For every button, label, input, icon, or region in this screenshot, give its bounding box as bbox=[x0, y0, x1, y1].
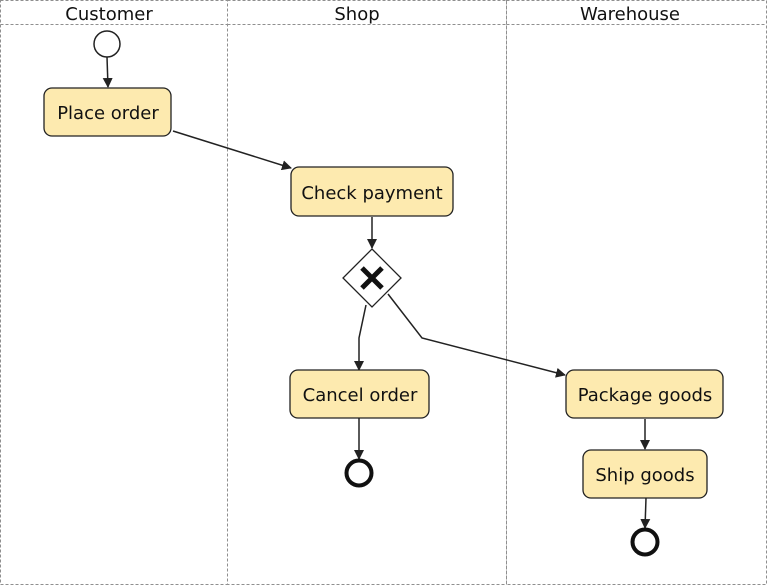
flow-gateway-to-package-goods[interactable] bbox=[387, 293, 566, 378]
task-place-order-label: Place order bbox=[57, 103, 159, 124]
sequence-flows bbox=[102, 56, 651, 529]
task-package-goods-box[interactable] bbox=[565, 369, 724, 419]
task-cancel-order-label: Cancel order bbox=[303, 385, 418, 406]
task-place-order[interactable]: Place order bbox=[43, 87, 172, 137]
lane-customer-frame bbox=[0, 0, 228, 585]
task-ship-goods[interactable]: Ship goods bbox=[582, 449, 708, 499]
end-event-cancel[interactable] bbox=[344, 458, 374, 488]
exclusive-gateway[interactable] bbox=[342, 248, 402, 308]
task-check-payment-label: Check payment bbox=[301, 183, 442, 204]
task-package-goods-label: Package goods bbox=[578, 385, 713, 406]
lane-title-warehouse: Warehouse bbox=[580, 4, 680, 25]
task-cancel-order-box[interactable] bbox=[289, 369, 430, 419]
task-ship-goods-label: Ship goods bbox=[595, 465, 694, 486]
task-check-payment-box[interactable] bbox=[290, 166, 454, 217]
task-place-order-box[interactable] bbox=[43, 87, 172, 137]
end-event-ship[interactable] bbox=[630, 527, 660, 557]
lane-warehouse-frame bbox=[506, 0, 767, 585]
task-check-payment[interactable]: Check payment bbox=[290, 166, 454, 217]
flow-start-to-place-order[interactable] bbox=[102, 56, 113, 88]
flow-gateway-to-cancel-order[interactable] bbox=[354, 304, 367, 371]
x-icon bbox=[360, 266, 384, 290]
start-event[interactable] bbox=[93, 30, 121, 58]
task-ship-goods-box[interactable] bbox=[582, 449, 708, 499]
flow-place-order-to-check-payment[interactable] bbox=[172, 130, 292, 171]
task-cancel-order[interactable]: Cancel order bbox=[289, 369, 430, 419]
flow-ship-goods-to-end[interactable] bbox=[640, 497, 651, 529]
lane-title-customer: Customer bbox=[65, 4, 153, 25]
lane-title-shop: Shop bbox=[334, 4, 379, 25]
task-package-goods[interactable]: Package goods bbox=[565, 369, 724, 419]
